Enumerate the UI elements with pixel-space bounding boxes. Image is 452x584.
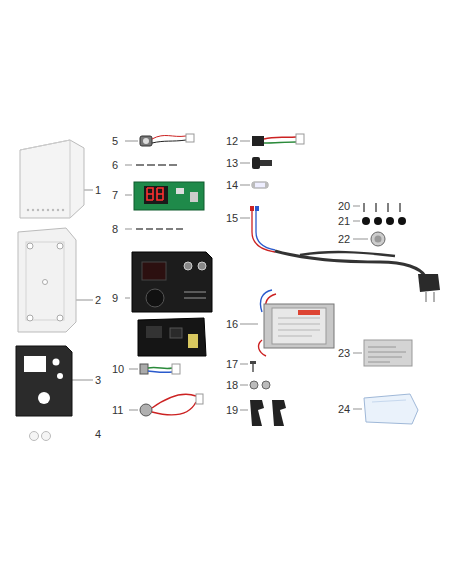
display-board bbox=[134, 182, 204, 210]
back-plate bbox=[18, 228, 76, 332]
nuts bbox=[250, 381, 270, 389]
leader-lines bbox=[72, 141, 368, 410]
front-panel bbox=[132, 252, 212, 356]
thermostat bbox=[140, 394, 203, 416]
callout-number: 22 bbox=[338, 233, 350, 246]
rating-label bbox=[364, 340, 412, 366]
callout-number: 19 bbox=[226, 404, 238, 417]
callout-number: 9 bbox=[112, 292, 118, 305]
screws bbox=[136, 228, 183, 230]
connector bbox=[252, 134, 304, 146]
knob bbox=[371, 232, 385, 246]
knob-caps bbox=[30, 432, 51, 441]
fuse bbox=[252, 182, 268, 188]
callout-number: 21 bbox=[338, 215, 350, 228]
callout-number: 18 bbox=[226, 379, 238, 392]
callout-number: 11 bbox=[112, 404, 123, 417]
clear-cover bbox=[364, 394, 418, 424]
switch bbox=[140, 134, 194, 146]
callout-number: 15 bbox=[226, 212, 238, 225]
transformer bbox=[259, 290, 334, 356]
rubber-feet bbox=[362, 217, 406, 225]
front-frame bbox=[16, 346, 72, 416]
sensor bbox=[140, 364, 180, 374]
screw bbox=[250, 361, 256, 372]
callout-number: 1 bbox=[95, 184, 101, 197]
callout-number: 3 bbox=[95, 374, 101, 387]
callout-number: 5 bbox=[112, 135, 118, 148]
callout-number: 23 bbox=[338, 347, 350, 360]
callout-number: 16 bbox=[226, 318, 238, 331]
power-cord bbox=[250, 206, 440, 302]
callout-number: 10 bbox=[112, 363, 124, 376]
fuse-holder bbox=[252, 157, 272, 169]
callout-number: 2 bbox=[95, 294, 101, 307]
callout-number: 6 bbox=[112, 159, 118, 172]
top-cover bbox=[20, 140, 84, 218]
callout-number: 7 bbox=[112, 189, 118, 202]
screws bbox=[364, 203, 400, 212]
screws bbox=[136, 164, 177, 166]
callout-number: 24 bbox=[338, 403, 350, 416]
callout-number: 12 bbox=[226, 135, 238, 148]
callout-number: 20 bbox=[338, 200, 350, 213]
callout-number: 4 bbox=[95, 428, 101, 441]
callout-number: 8 bbox=[112, 223, 118, 236]
callout-number: 13 bbox=[226, 157, 238, 170]
callout-number: 17 bbox=[226, 358, 238, 371]
cable-clips bbox=[250, 400, 286, 426]
callout-number: 14 bbox=[226, 179, 238, 192]
